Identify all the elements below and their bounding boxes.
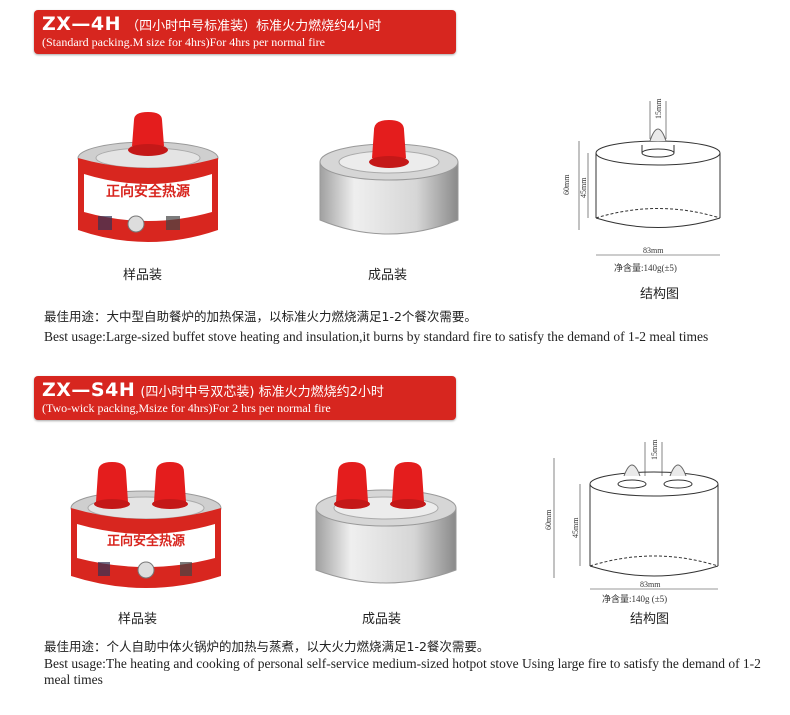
section1-can-brand: 正向安全热源: [106, 183, 190, 200]
section2-dim-width: 83mm: [640, 580, 661, 589]
section2-can-brand: 正向安全热源: [107, 533, 185, 549]
section1-cn-title: （四小时中号标准装）标准火力燃烧约4小时: [126, 19, 382, 34]
section1-label-structure: 结构图: [640, 287, 680, 302]
section1-banner: ZX—4H （四小时中号标准装）标准火力燃烧约4小时 (Standard pac…: [34, 10, 456, 54]
section1-sample-can: 正向安全热源: [77, 112, 219, 242]
section2-dim-inner: 45mm: [571, 517, 580, 538]
section2-model: ZX—S4H: [42, 379, 136, 401]
section2-structure-diagram: 15mm 60mm 45mm 83mm 净含量:140g (±5): [544, 439, 719, 604]
section1-dim-inner: 45mm: [579, 177, 588, 198]
section1-title-line: ZX—4H （四小时中号标准装）标准火力燃烧约4小时: [42, 13, 381, 35]
section1-model: ZX—4H: [42, 13, 122, 35]
section1-dim-wick: 15mm: [654, 98, 663, 119]
section2-label-sample: 样品装: [118, 612, 158, 627]
section2-banner: ZX—S4H (四小时中号双芯装) 标准火力燃烧约2小时 (Two-wick p…: [34, 376, 456, 420]
section2-en-title: (Two-wick packing,Msize for 4hrs)For 2 h…: [42, 401, 331, 415]
section1-dim-width: 83mm: [643, 246, 664, 255]
section2-dim-height: 60mm: [544, 509, 553, 530]
section2-cn-title: (四小时中号双芯装) 标准火力燃烧约2小时: [140, 385, 384, 400]
section1-label-product: 成品装: [368, 268, 408, 283]
section2-dim-wick: 15mm: [650, 439, 659, 460]
section1-net-weight: 净含量:140g(±5): [614, 262, 677, 273]
section2-product-can: [315, 462, 457, 584]
section2-label-product: 成品装: [362, 612, 402, 627]
section2-sample-can: 正向安全热源: [70, 462, 222, 588]
section1-structure-diagram: 15mm 60mm 45mm 83mm 净含量:140g(±5): [562, 98, 721, 273]
section1-en-title: (Standard packing.M size for 4hrs)For 4h…: [42, 35, 325, 49]
section1-usage-en: Best usage:Large-sized buffet stove heat…: [44, 329, 709, 344]
section1-product-can: [319, 120, 459, 235]
section1-usage-cn: 最佳用途：大中型自助餐炉的加热保温，以标准火力燃烧满足1-2个餐次需要。: [44, 309, 477, 324]
section1-label-sample: 样品装: [123, 268, 163, 283]
section2-title-line: ZX—S4H (四小时中号双芯装) 标准火力燃烧约2小时: [42, 379, 384, 401]
section2-usage-en: Best usage:The heating and cooking of pe…: [44, 656, 761, 687]
section2-label-structure: 结构图: [630, 612, 670, 627]
section2-usage-cn: 最佳用途：个人自助中体火锅炉的加热与蒸煮，以大火力燃烧满足1-2餐次需要。: [44, 639, 490, 654]
section1-dim-height: 60mm: [562, 174, 571, 195]
section2-net-weight: 净含量:140g (±5): [602, 593, 667, 604]
